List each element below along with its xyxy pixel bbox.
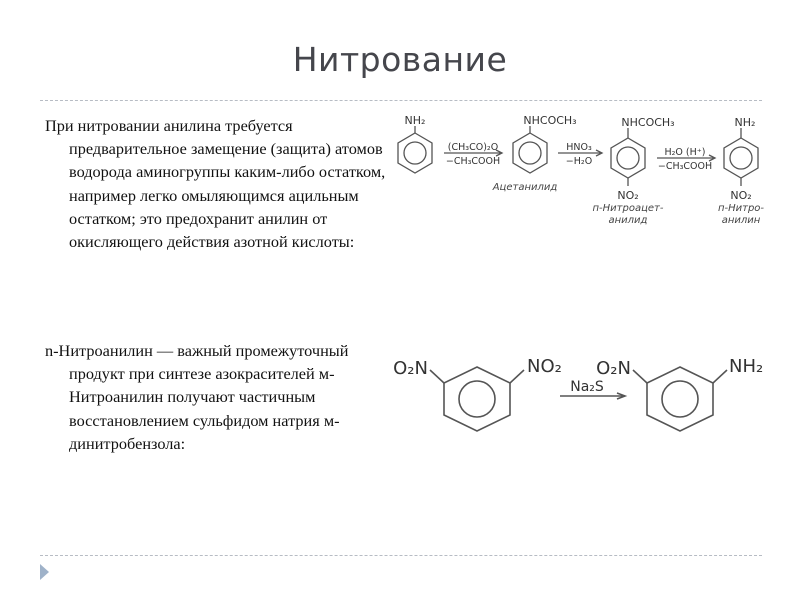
text-line: кислоты: (291, 232, 355, 252)
text-line: промежуточный продукт при (69, 341, 349, 384)
reaction-scheme-aniline-nitration: NH₂ NHCOCH₃ NHCOCH₃ NO₂ NH₂ NO₂ (CH₃CO)₂… (397, 114, 764, 226)
text-line: предварительное замещение (69, 139, 267, 159)
arrow-reagent-below: −CH₃COOH (658, 161, 712, 172)
benzene-ring-m-dinitrobenzene (429, 366, 525, 432)
footer-divider (40, 555, 762, 556)
title-divider (40, 100, 762, 101)
compound-name: анилид (609, 215, 648, 226)
text-line: При нитровании анилина требуется (45, 116, 293, 135)
text-line: аминогруппы каким-либо остатком, (136, 162, 386, 182)
substituent-label: NHCOCH₃ (621, 116, 674, 129)
arrow-reagent-below: −CH₃COOH (446, 156, 500, 167)
substituent-label: O₂N (393, 358, 428, 379)
text-line: n-Нитроанилин — важный (45, 341, 232, 360)
arrow-reagent-above: H₂O (H⁺) (664, 147, 705, 158)
text-line: (защита) атомов водорода (69, 139, 383, 182)
compound-name: п-Нитроацет- (593, 203, 664, 214)
text-line: окисляющего действия азотной (69, 232, 288, 252)
substituent-label: NO₂ (527, 356, 562, 377)
paragraph-nitroaniline: n-Нитроанилин — важный промежуточный про… (45, 339, 390, 463)
text-line: предохранит анилин от (165, 208, 328, 228)
substituent-label: NH₂ (729, 356, 763, 377)
slide-title: Нитрование (292, 40, 508, 79)
paragraph-text: При нитровании анилина требуется предвар… (45, 114, 390, 253)
benzene-ring-m-nitroaniline (632, 366, 728, 432)
compound-name: Ацетанилид (492, 182, 558, 193)
triangle-bullet-icon (40, 564, 49, 580)
text-line: восстановлением сульфидом натрия (69, 410, 320, 430)
substituent-label: NH₂ (405, 114, 426, 127)
substituent-label: NO₂ (617, 189, 638, 202)
substituent-label: NH₂ (735, 116, 756, 129)
benzene-ring-acetanilide (512, 126, 548, 174)
benzene-ring-aniline (397, 126, 433, 174)
substituent-label: NO₂ (730, 189, 751, 202)
text-line: м-динитробензола: (69, 410, 340, 453)
compound-name: п-Нитро- (718, 203, 764, 214)
arrow-reagent-above: HNO₃ (566, 142, 592, 153)
paragraph-aniline-protection: При нитровании анилина требуется предвар… (45, 114, 390, 261)
text-line: синтезе азокрасителей м- (158, 364, 335, 384)
arrow-reagent-above: (CH₃CO)₂O (448, 142, 498, 153)
benzene-ring-p-nitroacetanilide (610, 128, 646, 186)
arrow-reagent-above: Na₂S (570, 379, 604, 395)
paragraph-text: n-Нитроанилин — важный промежуточный про… (45, 339, 390, 455)
arrow-reagent-below: −H₂O (566, 156, 592, 167)
text-line: например легко омыляющимся (69, 185, 285, 205)
text-line: Нитроанилин получают частичным (69, 387, 316, 407)
compound-name: анилин (722, 215, 761, 226)
substituent-label: NHCOCH₃ (523, 114, 576, 127)
reaction-scheme-dinitrobenzene-reduction: O₂N NO₂ O₂N NH₂ Na₂S (393, 356, 763, 432)
text-line: ацильным остатком; это (69, 185, 359, 228)
substituent-label: O₂N (596, 358, 631, 379)
benzene-ring-p-nitroaniline (723, 128, 759, 186)
